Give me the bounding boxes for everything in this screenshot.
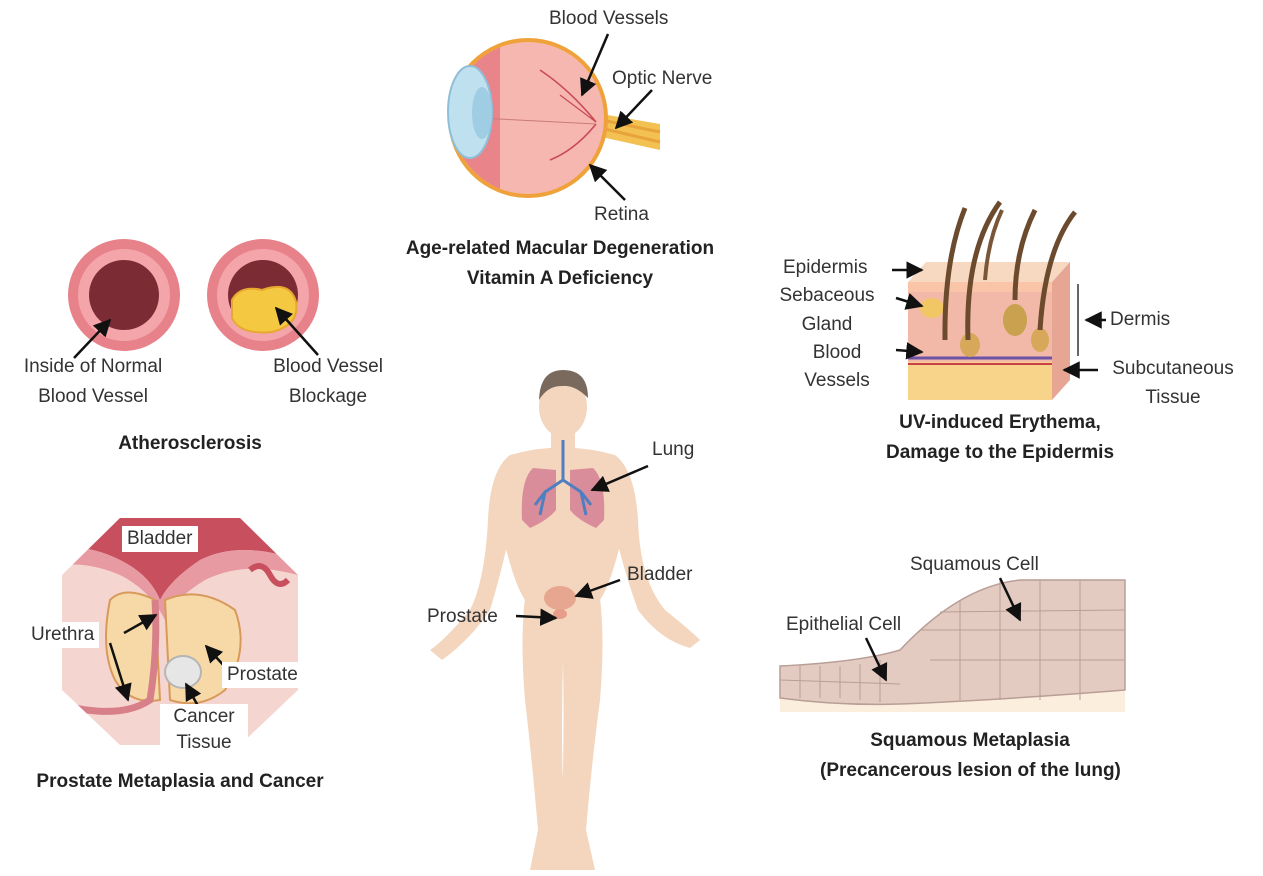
label-blockage-line2: Blockage — [258, 384, 398, 410]
atherosclerosis-illustration — [68, 239, 319, 351]
label-blood-line1: Blood — [772, 340, 902, 366]
label-urethra: Urethra — [26, 622, 99, 648]
legs-shape — [523, 598, 603, 870]
left-arm-shape — [613, 455, 700, 648]
skin-illustration — [908, 202, 1078, 400]
label-sebaceous-line1: Sebaceous — [762, 283, 892, 309]
plaque-shape — [232, 287, 297, 333]
label-sebaceous-line2: Gland — [762, 312, 892, 338]
skin-title-line2: Damage to the Epidermis — [840, 438, 1160, 467]
label-bladder-body: Bladder — [627, 562, 693, 588]
skin-title-line1: UV-induced Erythema, — [840, 408, 1160, 437]
label-blood-line2: Vessels — [772, 368, 902, 394]
hair-bulb-shape-2 — [1031, 328, 1049, 352]
subcutaneous-layer — [908, 362, 1052, 400]
label-dermis: Dermis — [1110, 307, 1170, 333]
label-epidermis: Epidermis — [783, 255, 867, 281]
label-prostate-gland: Prostate — [222, 662, 303, 688]
squamous-title-line1: Squamous Metaplasia — [820, 726, 1120, 755]
lens-shape — [472, 87, 492, 139]
sebaceous-gland-shape — [920, 298, 944, 318]
label-prostate-body: Prostate — [427, 604, 498, 630]
arrow-retina — [590, 165, 625, 200]
label-cancer-line2: Tissue — [160, 730, 248, 756]
label-lung: Lung — [652, 437, 694, 463]
label-optic-nerve: Optic Nerve — [612, 66, 712, 92]
cancer-tissue-shape — [165, 656, 201, 688]
label-subcut-line1: Subcutaneous — [1094, 356, 1252, 382]
normal-vessel-lumen — [89, 260, 159, 330]
label-normal-line2: Blood Vessel — [0, 384, 186, 410]
label-bladder-prostate: Bladder — [122, 526, 198, 552]
label-normal-line1: Inside of Normal — [0, 354, 186, 380]
label-squamous-cell: Squamous Cell — [910, 552, 1039, 578]
athero-title: Atherosclerosis — [80, 429, 300, 458]
eye-title-line1: Age-related Macular Degeneration — [340, 234, 780, 263]
hair-follicle-shape — [1003, 304, 1027, 336]
bladder-organ-shape — [544, 586, 576, 610]
squamous-title-line2: (Precancerous lesion of the lung) — [820, 756, 1120, 785]
squamous-illustration — [780, 580, 1125, 712]
eye-illustration — [445, 38, 660, 198]
skin-side-face — [1052, 262, 1070, 400]
label-retina: Retina — [594, 202, 649, 228]
label-cancer-line1: Cancer — [160, 704, 248, 730]
eye-title-line2: Vitamin A Deficiency — [340, 264, 780, 293]
prostate-title: Prostate Metaplasia and Cancer — [10, 767, 350, 796]
label-blockage-line1: Blood Vessel — [258, 354, 398, 380]
squamous-epithelium-shape — [780, 580, 1125, 704]
epidermis-layer — [908, 282, 1052, 292]
label-blood-vessels-eye: Blood Vessels — [549, 6, 668, 32]
label-epithelial-cell: Epithelial Cell — [786, 612, 901, 638]
